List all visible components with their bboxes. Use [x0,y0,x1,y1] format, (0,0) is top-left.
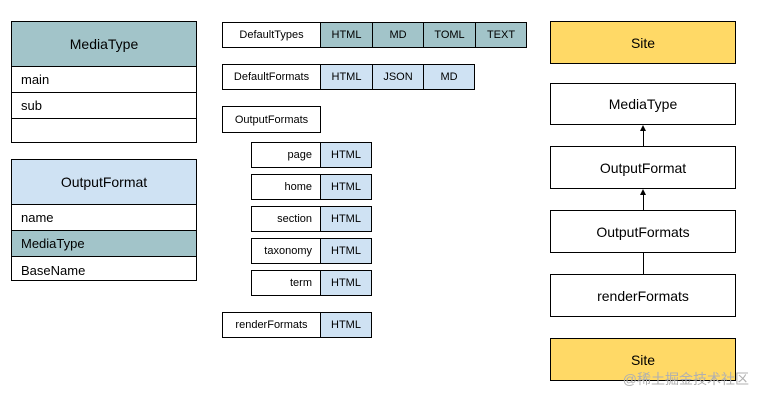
output-format-value-section: HTML [320,206,372,232]
media-type-field-main: main [12,67,196,93]
output-format-field-name: name [12,205,196,231]
default-formats-label: DefaultFormats [222,64,321,90]
right-output-format-box: OutputFormat [550,146,736,189]
default-type-html: HTML [320,22,373,48]
output-format-kind-taxonomy: taxonomy [251,238,321,264]
default-type-md: MD [372,22,424,48]
right-output-formats-box: OutputFormats [550,210,736,253]
default-format-html: HTML [320,64,373,90]
default-type-toml: TOML [423,22,476,48]
site-top-box: Site [550,21,736,64]
output-format-value-term: HTML [320,270,372,296]
arrow-up-icon [640,125,646,131]
output-format-field-mediatype: MediaType [12,231,196,257]
output-format-table: OutputFormat name MediaType BaseName [11,159,197,281]
connector-output-formats-to-output-format [643,195,644,211]
media-type-table-title: MediaType [12,22,196,67]
render-formats-label: renderFormats [222,312,321,338]
output-format-kind-term: term [251,270,321,296]
right-render-formats-box: renderFormats [550,274,736,317]
media-type-field-sub: sub [12,93,196,119]
output-format-value-home: HTML [320,174,372,200]
connector-output-format-to-media-type [643,131,644,147]
default-format-md: MD [423,64,475,90]
site-bottom-box: Site [550,338,736,381]
default-type-text: TEXT [475,22,527,48]
media-type-field-empty [12,119,196,145]
arrow-up-icon [640,189,646,195]
output-format-kind-section: section [251,206,321,232]
output-format-kind-page: page [251,142,321,168]
connector-render-formats-to-output-formats [643,253,644,274]
media-type-table: MediaType main sub [11,21,197,143]
right-media-type-box: MediaType [550,83,736,125]
default-format-json: JSON [372,64,424,90]
output-format-kind-home: home [251,174,321,200]
watermark-text: @稀土掘金技术社区 [622,371,749,387]
output-format-field-basename: BaseName [21,262,86,278]
output-format-table-title: OutputFormat [12,160,196,205]
output-formats-label: OutputFormats [222,106,321,133]
default-types-label: DefaultTypes [222,22,321,48]
render-formats-value: HTML [320,312,372,338]
output-format-value-page: HTML [320,142,372,168]
output-format-value-taxonomy: HTML [320,238,372,264]
